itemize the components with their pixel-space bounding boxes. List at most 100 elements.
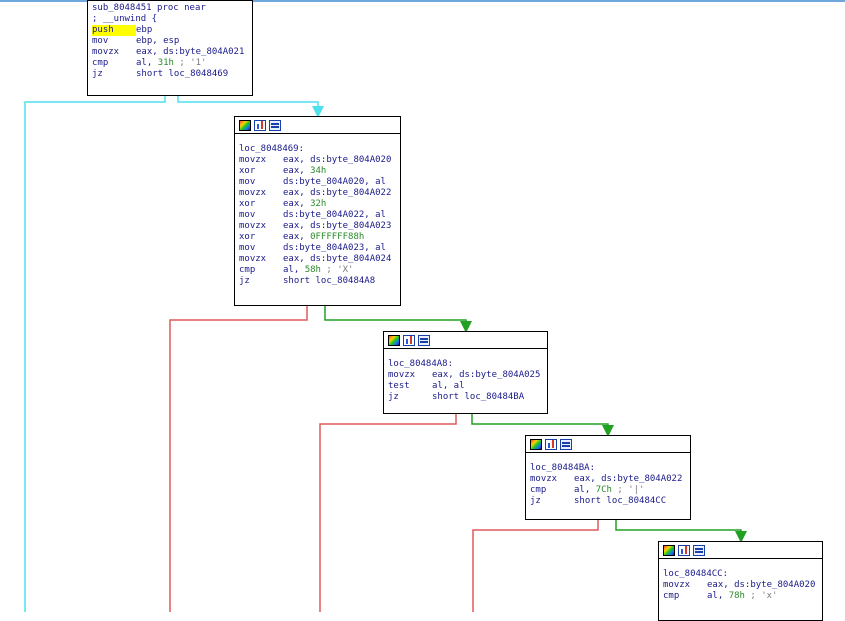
immediate-value: 58h: [304, 265, 321, 275]
instruction-line[interactable]: cmp al, 7Ch ; '|': [530, 485, 687, 496]
operand: eax, ds:byte_804A024: [283, 254, 392, 264]
blank-line: [388, 351, 544, 359]
xref-icon[interactable]: [418, 334, 430, 346]
window-top-border: [0, 0, 845, 2]
edge-jump-loc_8048469: [177, 96, 324, 118]
code-block-toolbar: [659, 542, 822, 559]
mnemonic: jz: [530, 496, 541, 506]
mnemonic: cmp: [92, 58, 109, 68]
edge-false-loc_8048469: [169, 306, 308, 612]
operand: al,: [136, 58, 158, 68]
mnemonic: jz: [388, 392, 399, 402]
color-picker-icon[interactable]: [239, 119, 251, 131]
mnemonic: movzx: [92, 47, 120, 57]
instruction-line[interactable]: movzx eax, ds:byte_804A024: [239, 254, 397, 265]
instruction-line[interactable]: movzx eax, ds:byte_804A022: [530, 474, 687, 485]
code-label[interactable]: loc_8048469:: [239, 144, 397, 155]
instruction-line[interactable]: mov ds:byte_804A023, al: [239, 243, 397, 254]
operand: ebp, esp: [136, 36, 180, 46]
immediate-value: 7Ch: [595, 485, 612, 495]
operand: ds:byte_804A022, al: [283, 210, 386, 220]
operand: short loc_80484CC: [574, 496, 667, 506]
operand: short loc_80484BA: [432, 392, 525, 402]
graph-icon[interactable]: [403, 334, 415, 346]
graph-icon[interactable]: [545, 438, 557, 450]
color-picker-icon[interactable]: [663, 544, 675, 556]
mnemonic: jz: [239, 276, 250, 286]
mnemonic: push: [92, 25, 136, 36]
edge-true-loc_80484A8: [324, 306, 472, 333]
label-text: ; __unwind {: [92, 14, 158, 24]
operand: eax, ds:byte_804A022: [574, 474, 683, 484]
operand: eax, ds:byte_804A020: [283, 155, 392, 165]
operand: al,: [574, 485, 596, 495]
operand: short loc_8048469: [136, 69, 229, 79]
immediate-value: 32h: [310, 199, 327, 209]
xref-icon[interactable]: [560, 438, 572, 450]
code-label[interactable]: sub_8048451 proc near: [92, 3, 249, 14]
edge-true-loc_80484CC: [615, 520, 747, 543]
instruction-line[interactable]: jz short loc_80484BA: [388, 392, 544, 403]
instruction-line[interactable]: jz short loc_80484A8: [239, 276, 397, 287]
instruction-line[interactable]: jz short loc_80484CC: [530, 496, 687, 507]
color-picker-icon[interactable]: [388, 334, 400, 346]
code-label[interactable]: ; __unwind {: [92, 14, 249, 25]
operand: eax,: [283, 232, 311, 242]
code-label[interactable]: loc_80484A8:: [388, 359, 544, 370]
operand: ds:byte_804A023, al: [283, 243, 386, 253]
xref-icon[interactable]: [269, 119, 281, 131]
mnemonic: movzx: [239, 188, 267, 198]
mnemonic: cmp: [530, 485, 547, 495]
code-block-toolbar: [235, 117, 400, 134]
comment: ; '|': [611, 485, 645, 495]
label-text: sub_8048451 proc near: [92, 3, 206, 13]
edge-fallthrough: [24, 96, 166, 612]
immediate-value: 31h: [157, 58, 174, 68]
color-picker-icon[interactable]: [530, 438, 542, 450]
mnemonic: movzx: [239, 254, 267, 264]
code-label[interactable]: loc_80484BA:: [530, 463, 687, 474]
mnemonic: xor: [239, 232, 256, 242]
instruction-line[interactable]: movzx eax, ds:byte_804A022: [239, 188, 397, 199]
code-label[interactable]: loc_80484CC:: [663, 569, 819, 580]
graph-icon[interactable]: [678, 544, 690, 556]
comment: ; 'x': [744, 591, 778, 601]
xref-icon[interactable]: [693, 544, 705, 556]
mnemonic: movzx: [530, 474, 558, 484]
mnemonic: xor: [239, 166, 256, 176]
operand: eax, ds:byte_804A025: [432, 370, 541, 380]
mnemonic: mov: [239, 243, 256, 253]
graph-icon[interactable]: [254, 119, 266, 131]
mnemonic: mov: [239, 210, 256, 220]
label-text: loc_80484BA:: [530, 463, 596, 473]
operand: eax, ds:byte_804A022: [283, 188, 392, 198]
blank-line: [530, 455, 687, 463]
instruction-line[interactable]: mov ds:byte_804A022, al: [239, 210, 397, 221]
label-text: loc_80484A8:: [388, 359, 454, 369]
operand: short loc_80484A8: [283, 276, 376, 286]
immediate-value: 34h: [310, 166, 327, 176]
